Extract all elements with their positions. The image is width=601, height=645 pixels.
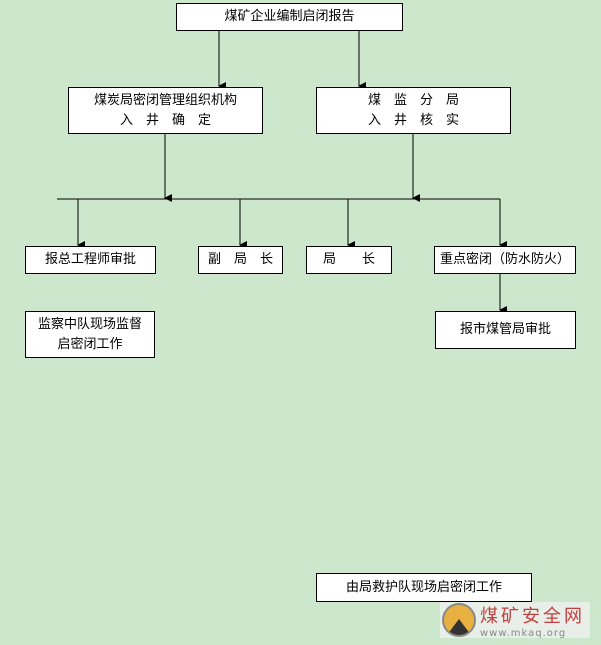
chief-engineer-box: 报总工程师审批	[25, 246, 156, 274]
approver-text: 重点密闭（防水防火）	[439, 252, 570, 267]
supervise-box: 监察中队现场监督启密闭工作	[25, 311, 155, 358]
rescue-text: 由局救护队现场启密闭工作	[345, 579, 502, 595]
approver-text: 副 局 长	[207, 252, 273, 267]
bureau-verify-box: 煤 监 分 局入 井 核 实	[316, 87, 511, 134]
logo-name: 煤矿安全网	[480, 605, 585, 627]
supervise-line2: 启密闭工作	[57, 336, 123, 352]
supervise-line1: 监察中队现场监督	[37, 316, 142, 332]
deputy-director-box: 副 局 长	[198, 246, 283, 274]
logo-url: www.mkaq.org	[480, 627, 567, 639]
city-approval-box: 报市煤管局审批	[435, 311, 576, 349]
org-line2: 入 井 确 定	[119, 112, 211, 128]
approver-text: 报总工程师审批	[44, 252, 136, 267]
key-seal-box: 重点密闭（防水防火）	[434, 246, 576, 274]
bureau-line2: 入 井 核 实	[367, 112, 459, 128]
mountain-icon	[442, 603, 476, 637]
report-box: 煤矿企业编制启闭报告	[176, 3, 403, 31]
rescue-box: 由局救护队现场启密闭工作	[316, 573, 532, 602]
org-confirm-box: 煤炭局密闭管理组织机构入 井 确 定	[68, 87, 263, 134]
director-box: 局 长	[306, 246, 392, 274]
bureau-line1: 煤 监 分 局	[367, 92, 459, 108]
org-line1: 煤炭局密闭管理组织机构	[93, 92, 237, 108]
report-text: 煤矿企业编制启闭报告	[224, 9, 355, 24]
approver-text: 局 长	[322, 252, 375, 267]
city-text: 报市煤管局审批	[459, 322, 551, 337]
